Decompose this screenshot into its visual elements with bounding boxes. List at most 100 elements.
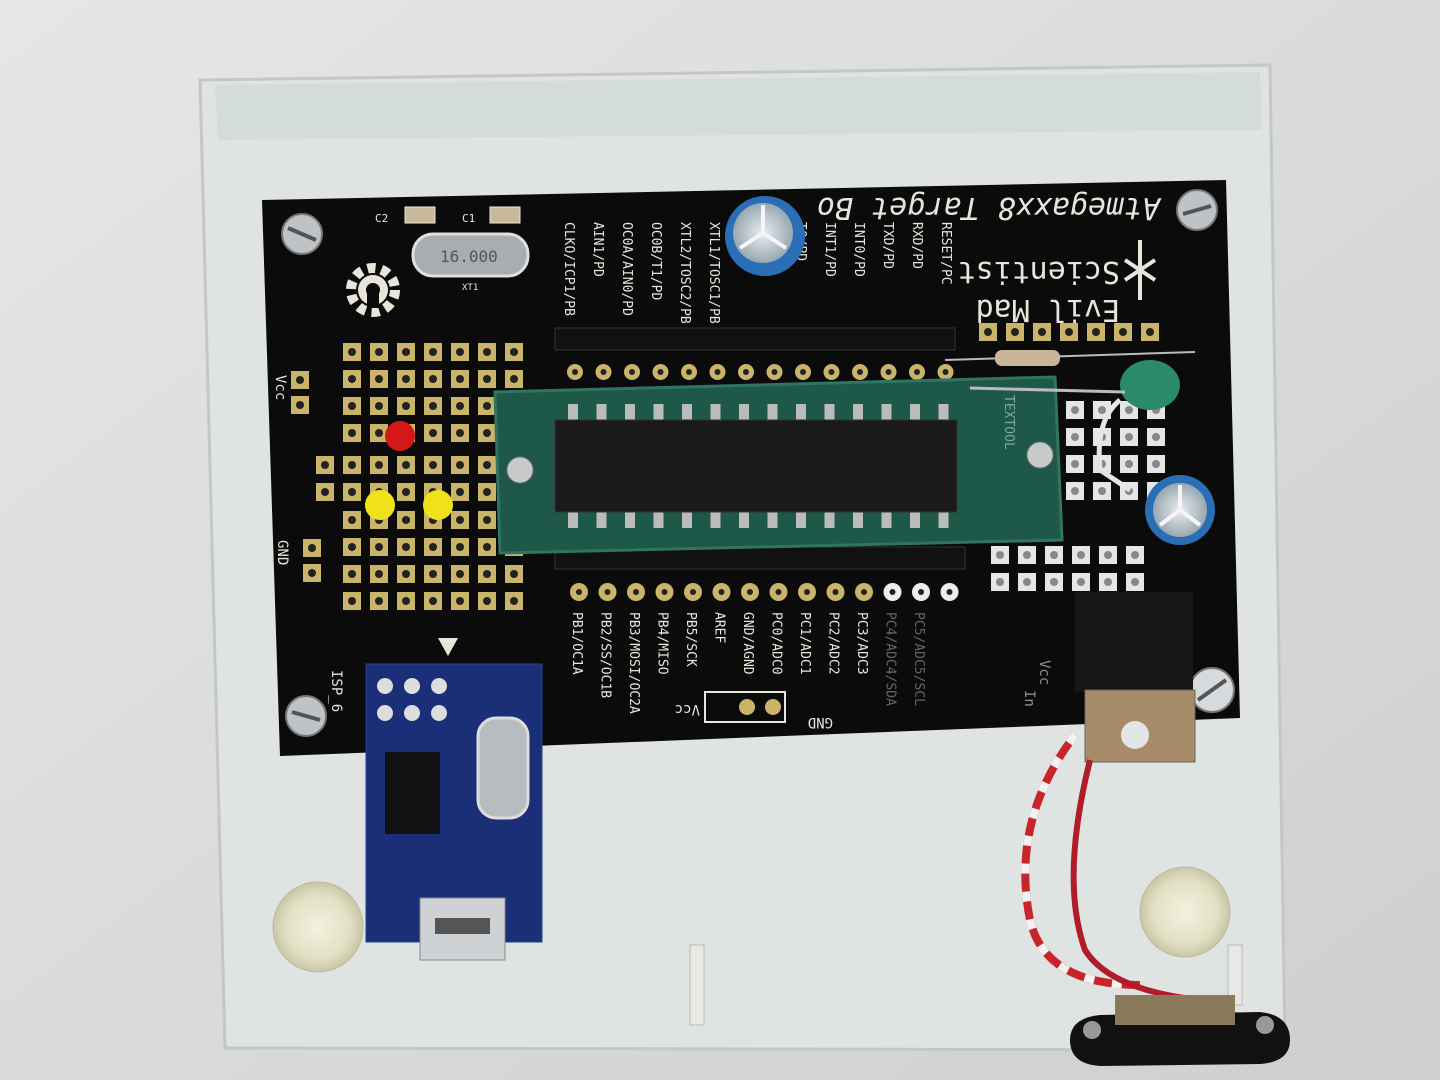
c2-label: C2	[375, 212, 388, 225]
bottom-pin-label: AREF	[712, 612, 727, 643]
chip-pin	[938, 404, 949, 420]
atmega-chip	[554, 419, 958, 513]
isp-pin	[431, 678, 447, 694]
chip-pin	[824, 512, 835, 528]
chip-pin	[910, 404, 920, 420]
yellow-led-right	[423, 490, 453, 520]
chip-pin	[653, 404, 664, 420]
power-gnd-label: GND	[808, 714, 833, 730]
rubber-foot-left	[272, 881, 364, 973]
bottom-pin-label: PB3/MOSI/OC2A	[626, 612, 641, 714]
chip-pin	[796, 404, 806, 420]
brand-star-icon	[1123, 240, 1157, 300]
bottom-pin-labels: PB1/OC1A PB2/SS/OC1B PB3/MOSI/OC2A PB4/MISO…	[569, 612, 926, 714]
bottom-pin-label: PB5/SCK	[683, 612, 698, 667]
brand-line-scientist: Scientist	[957, 254, 1120, 289]
top-pin-label: RESET/PC	[938, 222, 953, 285]
c1-label: C1	[462, 212, 475, 225]
top-pin-label: OC0B/T1/PD	[648, 222, 663, 300]
voltage-regulator	[1075, 592, 1193, 692]
isp-pin	[431, 705, 447, 721]
chip-pin	[938, 512, 949, 528]
board-title: Atmegaxx8 Target Bo	[817, 190, 1162, 225]
chip-pin	[682, 512, 692, 528]
bottom-pin-label: PC3/ADC3	[854, 612, 869, 675]
chip-pin	[824, 404, 835, 420]
top-pin-label: TXD/PD	[880, 222, 895, 269]
power-header-outline	[704, 691, 786, 723]
chip-pin	[568, 404, 578, 420]
acrylic-edge-highlight	[215, 72, 1262, 140]
isp-pin	[404, 678, 420, 694]
top-pin-label: CLKO/ICP1/PB	[561, 222, 576, 316]
bottom-pin-label: PB1/OC1A	[569, 612, 584, 675]
bottom-pin-label: PB4/MISO	[655, 612, 670, 675]
ceramic-capacitor	[1120, 360, 1180, 410]
bottom-pin-label: PC0/ADC0	[769, 612, 784, 675]
crystal-oscillator	[411, 232, 530, 278]
chip-pin	[625, 404, 635, 420]
chip-pin	[596, 512, 607, 528]
regulator-vcc-label: Vcc	[1036, 660, 1052, 685]
chip-pin	[625, 512, 635, 528]
top-pin-label: INT0/PD	[851, 222, 866, 277]
nylon-standoff	[689, 944, 705, 1026]
socket-screw-icon	[506, 456, 534, 484]
top-pin-label: XTL2/TOSC2/PB	[677, 222, 692, 324]
regulator-hole	[1121, 721, 1149, 749]
resistor	[995, 350, 1060, 366]
chip-pin	[910, 512, 920, 528]
top-female-header	[554, 327, 956, 351]
isp-pin	[404, 705, 420, 721]
isp-pin	[377, 678, 393, 694]
chip-pin	[739, 404, 749, 420]
usb-chip	[385, 752, 440, 834]
isp-label: ISP_6	[328, 670, 344, 712]
top-pin-label: INT1/PD	[822, 222, 837, 277]
usb-crystal	[476, 716, 530, 820]
bottom-pin-label: PC1/ADC1	[797, 612, 812, 675]
smd-capacitor-c2	[404, 206, 436, 224]
chip-pin	[739, 512, 749, 528]
resistor-lead	[944, 351, 1196, 361]
bottom-pin-label: PB2/SS/OC1B	[598, 612, 613, 698]
bottom-pin-label: PC4/ADC4/SDA	[883, 612, 898, 706]
bottom-pin-label: PC2/ADC2	[826, 612, 841, 675]
yellow-led-left	[365, 490, 395, 520]
chip-pin	[853, 512, 863, 528]
brand-line-evil-mad: Evil Mad	[976, 292, 1121, 327]
chip-pin	[596, 404, 607, 420]
socket-contacts	[568, 404, 949, 528]
capacitor-lead	[969, 386, 1126, 394]
jumper-wire	[1096, 398, 1132, 493]
board-title-group: Atmegaxx8 Target Bo	[817, 190, 1162, 225]
electrolytic-capacitor-top	[725, 196, 805, 276]
red-led	[385, 421, 415, 451]
chip-pin	[767, 404, 778, 420]
socket-screw-icon	[1026, 441, 1054, 469]
dc-jack-body	[1115, 995, 1235, 1025]
micro-usb-opening	[435, 918, 490, 934]
electrolytic-capacitor-right	[1145, 475, 1215, 545]
pad-grid	[291, 323, 1165, 610]
dc-power-jack[interactable]	[1070, 1012, 1290, 1066]
crystal-ref: XT1	[462, 283, 478, 293]
vcc-label: Vcc	[272, 375, 288, 400]
power-vcc-label: Vcc	[675, 701, 700, 717]
isp-header-pins	[377, 678, 447, 721]
chip-pin	[881, 512, 892, 528]
top-pin-label: RXD/PD	[909, 222, 924, 269]
regulator-in-label: In	[1021, 690, 1037, 707]
chip-pin	[853, 404, 863, 420]
socket-brand: TEXTOOL	[1001, 395, 1016, 450]
chip-pin	[710, 404, 721, 420]
chip-pin	[653, 512, 664, 528]
top-pin-label: XTL1/TOSC1/PB	[706, 222, 721, 324]
chip-pin	[796, 512, 806, 528]
top-pin-label: AIN1/PD	[590, 222, 605, 277]
bottom-pin-label: PC5/ADC5/SCL	[911, 612, 926, 706]
brand-logo-text: Scientist Evil Mad	[957, 254, 1120, 327]
top-pin-label: OC0A/AIN0/PD	[619, 222, 634, 316]
crystal-label: 16.000	[440, 247, 498, 266]
